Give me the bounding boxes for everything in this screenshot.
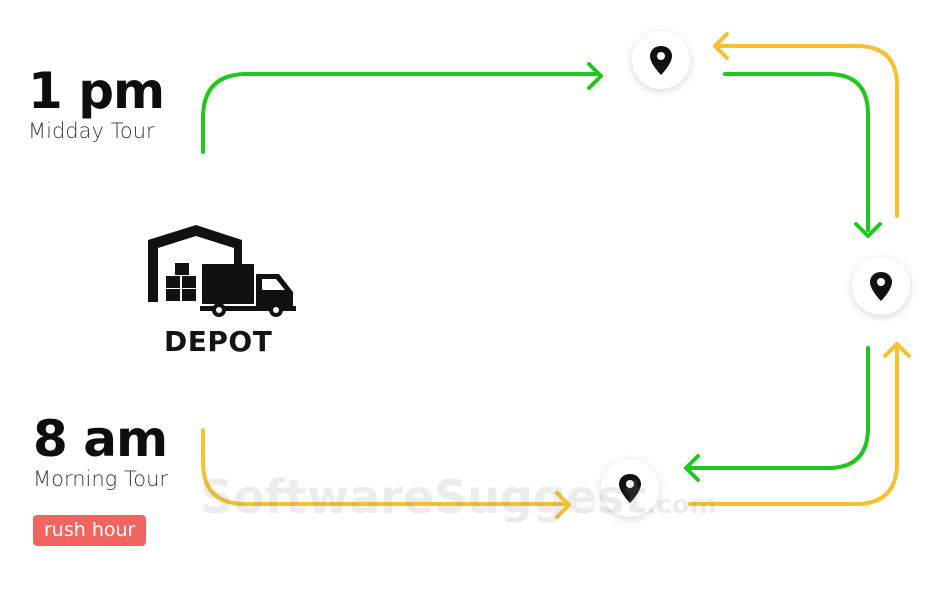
watermark-main: SoftwareSuggest — [200, 470, 647, 524]
stop-1[interactable] — [632, 31, 690, 89]
box — [182, 276, 196, 288]
midday-route — [201, 62, 882, 482]
box — [166, 289, 180, 301]
box — [166, 276, 180, 288]
watermark-tld: .com — [646, 490, 717, 520]
midday-tour-name: Midday Tour — [28, 119, 155, 143]
morning-route-segment-stop2-to-stop1 — [716, 44, 899, 218]
midday-arrow-2 — [854, 222, 882, 238]
midday-route-segment-depot-to-stop1 — [201, 72, 598, 154]
map-pin-icon — [619, 474, 641, 503]
morning-tour: 8 am Morning Tour — [33, 412, 168, 492]
morning-arrow-1 — [555, 491, 571, 519]
warehouse-truck-icon — [148, 225, 296, 317]
midday-route-segment-stop1-to-stop2 — [723, 72, 870, 232]
rush-hour-badge: rush hour — [33, 515, 147, 546]
midday-tour-time: 1 pm — [28, 62, 165, 120]
midday-arrow-1 — [587, 62, 603, 90]
morning-route-segment-stop3-to-stop2 — [688, 344, 899, 506]
stop-2[interactable] — [852, 257, 910, 315]
morning-route-segment-depot-to-stop3 — [201, 428, 567, 506]
morning-arrow-3 — [713, 32, 729, 60]
morning-arrow-2 — [883, 342, 911, 358]
watermark: SoftwareSuggest.com — [200, 470, 717, 524]
map-pin-icon — [870, 272, 892, 301]
box — [175, 263, 189, 275]
midday-route-segment-stop2-to-stop3 — [688, 346, 870, 470]
warehouse-roof — [148, 225, 242, 302]
box — [182, 289, 196, 301]
morning-tour-time: 8 am — [33, 410, 168, 468]
truck-cargo — [202, 264, 254, 304]
morning-tour-name: Morning Tour — [33, 467, 169, 491]
midday-tour: 1 pm Midday Tour — [28, 62, 165, 144]
morning-route — [201, 32, 911, 519]
map-pin-icon — [650, 46, 672, 75]
midday-arrow-3 — [684, 454, 700, 482]
depot-label: DEPOT — [164, 325, 273, 358]
stop-3[interactable] — [601, 459, 659, 517]
